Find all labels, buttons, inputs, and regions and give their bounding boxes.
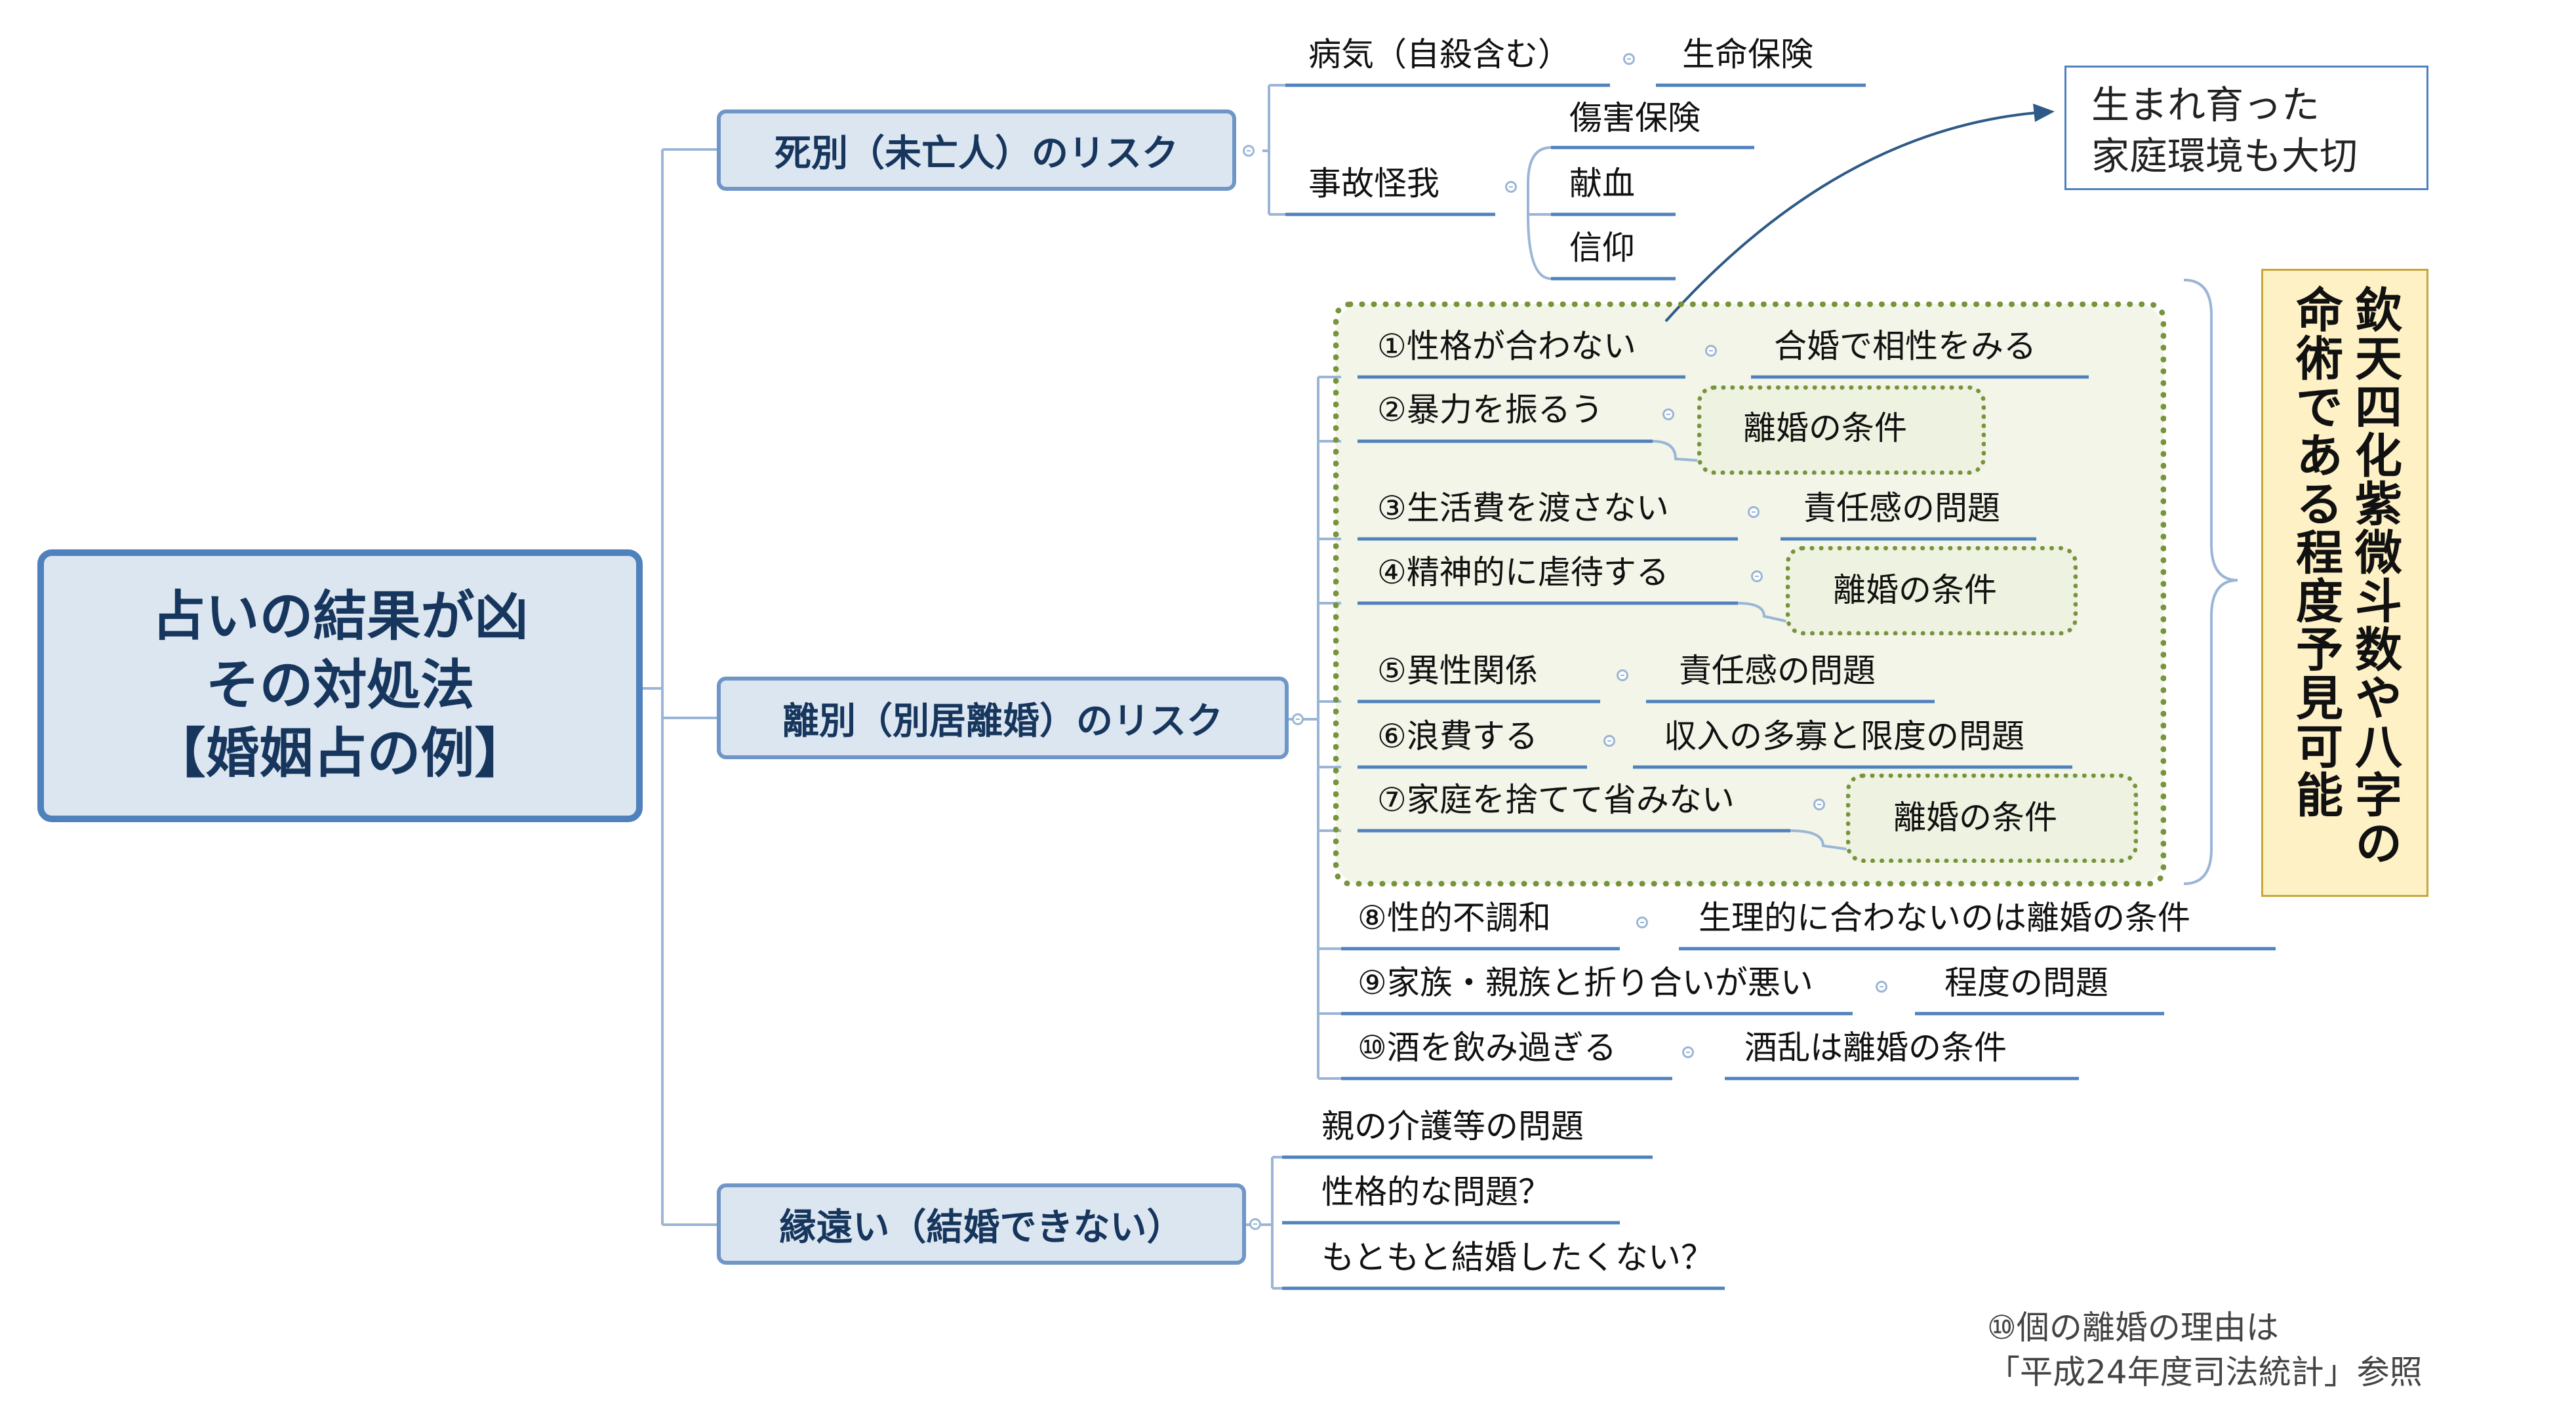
divorce-reasons-group [1333, 302, 2166, 886]
reason-answer[interactable]: 責任感の問題 [1803, 489, 2000, 527]
branch-divorce-risk[interactable]: 離別（別居離婚）のリスク [717, 677, 1289, 759]
condition-box-7 [1846, 774, 2138, 863]
callout-line2: 家庭環境も大切 [2091, 134, 2358, 179]
collapse-icon[interactable] [1748, 506, 1760, 518]
collapse-icon[interactable] [1617, 669, 1628, 681]
reason-answer[interactable]: 離婚の条件 [1833, 571, 1997, 609]
collapse-icon[interactable] [1682, 1046, 1694, 1058]
collapse-icon[interactable] [1876, 981, 1887, 993]
condition-box-4 [1786, 546, 2078, 635]
reason-answer[interactable]: 収入の多寡と限度の問題 [1664, 717, 2024, 755]
nomarriage-item[interactable]: 性格的な問題？ [1321, 1173, 1551, 1211]
accident-item[interactable]: 信仰 [1569, 229, 1635, 267]
reason-answer[interactable]: 合婚で相性をみる [1774, 327, 2036, 365]
callout-box: 生まれ育った 家庭環境も大切 [2064, 66, 2428, 190]
reason-answer[interactable]: 酒乱は離婚の条件 [1744, 1029, 2007, 1067]
side-note-col2: 命術である程度予見可能 [2287, 285, 2343, 819]
accident-item[interactable]: 献血 [1569, 165, 1635, 203]
central-topic-line3: 【婚姻占の例】 [151, 722, 529, 785]
reason-label[interactable]: ⑦家庭を捨てて省みない [1377, 781, 1735, 819]
collapse-icon[interactable] [1705, 345, 1717, 357]
collapse-icon[interactable] [1243, 145, 1255, 157]
condition-box-2 [1697, 386, 1986, 475]
collapse-icon[interactable] [1505, 181, 1517, 193]
reason-label[interactable]: ⑥浪費する [1377, 717, 1538, 755]
collapse-icon[interactable] [1603, 735, 1615, 747]
reason-label[interactable]: ⑤異性関係 [1377, 652, 1538, 690]
reason-answer[interactable]: 責任感の問題 [1679, 652, 1876, 690]
reason-label[interactable]: ⑩酒を飲み過ぎる [1358, 1029, 1617, 1067]
illness-answer[interactable]: 生命保険 [1682, 35, 1813, 73]
collapse-icon[interactable] [1636, 917, 1648, 928]
reason-answer[interactable]: 程度の問題 [1944, 964, 2108, 1002]
nomarriage-item[interactable]: もともと結婚したくない？ [1321, 1238, 1714, 1276]
accident-item[interactable]: 傷害保険 [1569, 99, 1701, 137]
reason-answer[interactable]: 離婚の条件 [1743, 409, 1907, 447]
collapse-icon[interactable] [1292, 713, 1304, 725]
accident-label[interactable]: 事故怪我 [1308, 165, 1439, 203]
central-topic-line1: 占いの結果が凶 [151, 585, 529, 648]
illness-label[interactable]: 病気（自殺含む） [1308, 35, 1571, 73]
reason-answer[interactable]: 離婚の条件 [1893, 799, 2057, 837]
nomarriage-item[interactable]: 親の介護等の問題 [1321, 1107, 1584, 1145]
branch-death-risk[interactable]: 死別（未亡人）のリスク [717, 109, 1236, 191]
reason-answer[interactable]: 生理的に合わないのは離婚の条件 [1699, 899, 2190, 937]
footnote-line1: ⑩個の離婚の理由は [1987, 1309, 2279, 1347]
branch-no-marriage[interactable]: 縁遠い（結婚できない） [717, 1183, 1246, 1265]
collapse-icon[interactable] [1813, 799, 1825, 810]
reason-label[interactable]: ①性格が合わない [1377, 327, 1636, 365]
collapse-icon[interactable] [1751, 570, 1763, 582]
collapse-icon[interactable] [1623, 53, 1635, 65]
reason-label[interactable]: ⑨家族・親族と折り合いが悪い [1358, 964, 1813, 1002]
central-topic[interactable]: 占いの結果が凶 その対処法 【婚姻占の例】 [37, 549, 643, 822]
collapse-icon[interactable] [1249, 1218, 1261, 1230]
central-topic-line2: その対処法 [205, 654, 475, 717]
footnote-line2: 「平成24年度司法統計」参照 [1987, 1353, 2423, 1391]
callout-line1: 生まれ育った [2091, 83, 2320, 127]
reason-label[interactable]: ②暴力を振るう [1377, 391, 1603, 429]
side-note-col1: 欽天四化紫微斗数や八字の [2346, 285, 2402, 867]
side-note-box: 欽天四化紫微斗数や八字の 命術である程度予見可能 [2261, 269, 2428, 897]
collapse-icon[interactable] [1662, 408, 1674, 420]
reason-label[interactable]: ⑧性的不調和 [1358, 899, 1551, 937]
reason-label[interactable]: ④精神的に虐待する [1377, 553, 1669, 591]
reason-label[interactable]: ③生活費を渡さない [1377, 489, 1669, 527]
